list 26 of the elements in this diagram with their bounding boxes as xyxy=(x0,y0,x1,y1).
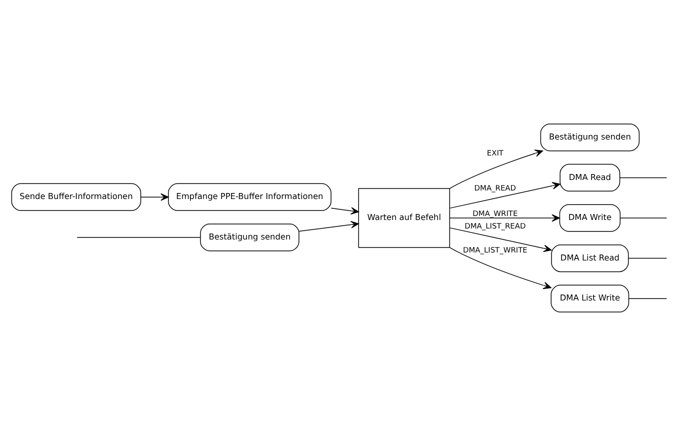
node-box: DMA Write xyxy=(559,204,621,232)
edge-label: EXIT xyxy=(486,148,504,158)
node-box: Warten auf Befehl xyxy=(358,188,450,248)
arrow xyxy=(298,220,359,232)
edge-label: DMA_READ xyxy=(474,183,516,192)
connector xyxy=(620,177,668,178)
node-box: DMA List Read xyxy=(551,244,629,272)
arrow xyxy=(449,227,552,252)
arrow xyxy=(449,247,552,290)
arrow xyxy=(449,150,544,189)
node-box: DMA List Write xyxy=(550,284,630,312)
node-box: Empfange PPE-Buffer Informationen xyxy=(168,183,332,211)
edge-label: DMA_WRITE xyxy=(472,208,518,218)
connector xyxy=(76,237,201,238)
edge-label: DMA_LIST_READ xyxy=(464,221,526,230)
node-box: Bestätigung senden xyxy=(200,224,300,252)
edge-label: DMA_LIST_WRITE xyxy=(462,245,528,254)
arrow xyxy=(449,182,560,209)
node-box: Bestätigung senden xyxy=(540,124,640,152)
arrow xyxy=(140,193,169,201)
connector xyxy=(628,258,668,259)
node-box: DMA Read xyxy=(560,164,620,192)
node-box: Sende Buffer-Informationen xyxy=(11,183,142,211)
arrow xyxy=(330,207,359,215)
arrow xyxy=(449,214,560,222)
connector xyxy=(628,298,668,299)
